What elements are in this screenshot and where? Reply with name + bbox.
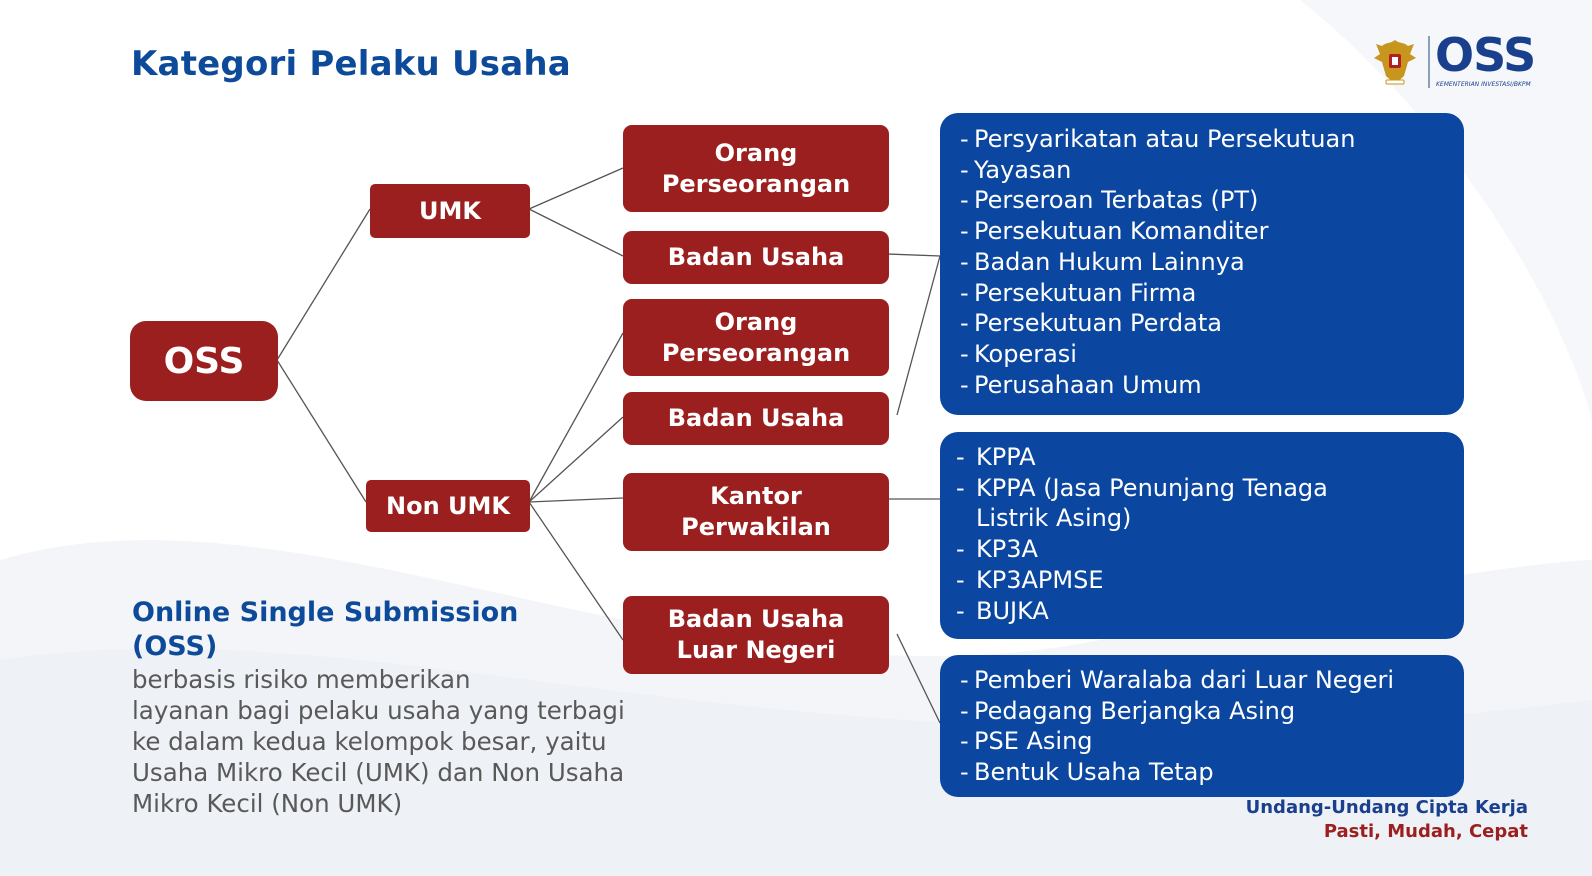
root-node-oss: OSS <box>130 321 278 401</box>
kantor-perwakilan-types-box: KPPA KPPA (Jasa Penunjang Tenaga Listrik… <box>940 432 1464 639</box>
node-non-umk-badan-usaha: Badan Usaha <box>623 392 889 445</box>
list-item: BUJKA <box>956 596 1464 627</box>
list-item: Badan Hukum Lainnya <box>960 247 1464 278</box>
node-kantor-perwakilan: Kantor Perwakilan <box>623 473 889 551</box>
node-umk: UMK <box>370 184 530 238</box>
list-item: Perseroan Terbatas (PT) <box>960 185 1464 216</box>
node-umk-badan-usaha: Badan Usaha <box>623 231 889 284</box>
garuda-emblem-icon <box>1374 40 1416 85</box>
node-non-umk-orang-perseorangan: Orang Perseorangan <box>623 299 889 376</box>
list-item: Yayasan <box>960 155 1464 186</box>
list-item: Perusahaan Umum <box>960 370 1464 401</box>
list-item: Persekutuan Komanditer <box>960 216 1464 247</box>
tagline-motto: Pasti, Mudah, Cepat <box>1323 821 1528 842</box>
list-item: Persyarikatan atau Persekutuan <box>960 124 1464 155</box>
list-item: Persekutuan Firma <box>960 278 1464 309</box>
list-item: Pemberi Waralaba dari Luar Negeri <box>960 665 1464 696</box>
list-item: KP3APMSE <box>956 565 1464 596</box>
node-umk-orang-perseorangan: Orang Perseorangan <box>623 125 889 212</box>
list-item: PSE Asing <box>960 726 1464 757</box>
logo-subtitle: KEMENTERIAN INVESTASI/BKPM <box>1436 81 1531 88</box>
list-item: KP3A <box>956 534 1464 565</box>
node-badan-usaha-luar-negeri: Badan Usaha Luar Negeri <box>623 596 889 674</box>
oss-description: Online Single Submission (OSS) berbasis … <box>132 596 692 819</box>
oss-wordmark: OSS <box>1435 28 1536 82</box>
description-body: berbasis risiko memberikan layanan bagi … <box>132 665 625 818</box>
node-non-umk: Non UMK <box>366 480 530 532</box>
list-item: Pedagang Berjangka Asing <box>960 696 1464 727</box>
list-item: Persekutuan Perdata <box>960 308 1464 339</box>
badan-usaha-luar-negeri-types-box: Pemberi Waralaba dari Luar Negeri Pedaga… <box>940 655 1464 797</box>
description-heading: Online Single Submission (OSS) <box>132 597 519 662</box>
list-item: Bentuk Usaha Tetap <box>960 757 1464 788</box>
list-item: Koperasi <box>960 339 1464 370</box>
logo-divider <box>1428 36 1430 88</box>
tagline: Undang-Undang Cipta Kerja Pasti, Mudah, … <box>1246 796 1528 844</box>
page-title: Kategori Pelaku Usaha <box>131 44 571 84</box>
list-item: KPPA <box>956 442 1464 473</box>
tagline-law: Undang-Undang Cipta Kerja <box>1245 797 1528 818</box>
badan-usaha-types-box: Persyarikatan atau Persekutuan Yayasan P… <box>940 113 1464 415</box>
oss-logo: OSS KEMENTERIAN INVESTASI/BKPM <box>1372 28 1552 92</box>
list-item: KPPA (Jasa Penunjang Tenaga Listrik Asin… <box>956 473 1464 534</box>
